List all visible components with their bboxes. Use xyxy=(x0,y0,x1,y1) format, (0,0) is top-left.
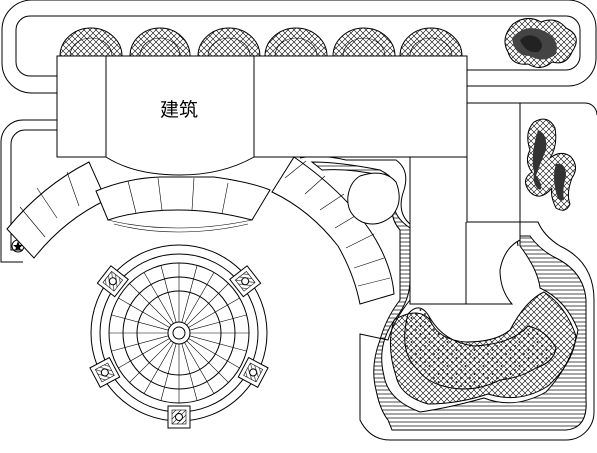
lamp-post xyxy=(229,265,262,298)
plaza-spoke xyxy=(184,342,215,394)
lamp-post xyxy=(237,356,269,388)
lamp-post xyxy=(96,265,129,298)
plaza-lamp-posts xyxy=(89,265,269,429)
lamp-post xyxy=(89,356,121,388)
right-shrub xyxy=(525,118,576,211)
plaza-spoke xyxy=(186,283,229,326)
top-planters xyxy=(59,27,463,57)
main-building: 建筑 xyxy=(56,55,468,176)
plaza-spoke xyxy=(118,297,170,328)
plaza-spoke xyxy=(111,314,169,331)
plaza-spoke xyxy=(111,335,169,352)
plaza-spoke xyxy=(189,314,247,331)
plaza-spoke xyxy=(143,272,174,324)
plaza-spoke xyxy=(129,283,172,326)
building-wing xyxy=(409,156,521,305)
plaza-radial-lines xyxy=(109,263,249,403)
plaza-spoke xyxy=(160,265,177,323)
plaza-spoke xyxy=(188,297,240,328)
building-label: 建筑 xyxy=(160,99,198,121)
plaza-spoke xyxy=(189,335,247,352)
plaza-spoke xyxy=(181,265,198,323)
top-right-shrub xyxy=(504,18,577,68)
plaza-spoke xyxy=(181,343,198,401)
top-path-loop xyxy=(1,0,597,94)
plaza-spoke xyxy=(143,342,174,394)
central-arc-steps xyxy=(95,176,271,233)
plaza-spoke xyxy=(188,338,240,369)
left-arc-walkway xyxy=(6,161,107,259)
plaza-spoke xyxy=(160,343,177,401)
right-garden xyxy=(299,155,595,441)
plaza-spoke xyxy=(186,340,229,383)
plaza-spoke xyxy=(129,340,172,383)
circular-plaza xyxy=(89,244,269,429)
lamp-post xyxy=(167,405,191,429)
plaza-spoke xyxy=(184,272,215,324)
plaza-spoke xyxy=(118,338,170,369)
